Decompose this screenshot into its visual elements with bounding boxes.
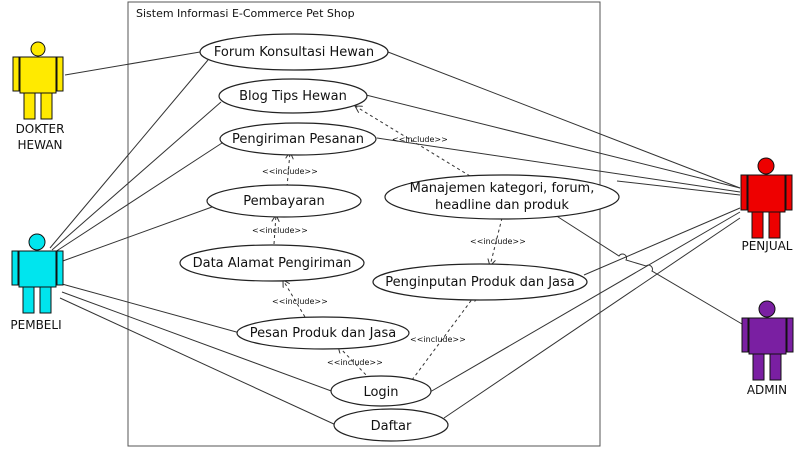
- include-alamat-pembayaran: [274, 215, 276, 245]
- use-case-pengiriman[interactable]: Pengiriman Pesanan: [219, 122, 377, 156]
- use-case-label: Blog Tips Hewan: [239, 89, 347, 104]
- assoc-penjual-forum: [387, 51, 741, 189]
- assoc-dokter-forum: [64, 51, 201, 76]
- use-case-label-line2: headline dan produk: [435, 198, 569, 213]
- use-case-label: Pengiriman Pesanan: [232, 132, 364, 147]
- assoc-pembeli-pengiriman: [54, 142, 223, 253]
- include-label-blog-manajemen: <<include>>: [392, 135, 448, 144]
- assoc-pembeli-blog: [51, 101, 222, 251]
- include-label-pembayaran-pengiriman: <<include>>: [262, 167, 318, 176]
- use-case-label: Daftar: [371, 419, 412, 434]
- use-case-label: Data Alamat Pengiriman: [193, 256, 352, 271]
- use-case-forum[interactable]: Forum Konsultasi Hewan: [199, 33, 389, 71]
- use-case-pembayaran[interactable]: Pembayaran: [206, 184, 362, 218]
- assoc-admin-manajemen: [554, 214, 743, 325]
- assoc-penjual-penginputan: [583, 207, 741, 276]
- actor-pembeli[interactable]: PEMBELI: [10, 233, 64, 332]
- include-label-login-penginputan: <<include>>: [410, 335, 466, 344]
- include-label-pesan-alamat: <<include>>: [272, 297, 328, 306]
- include-relations: [274, 106, 503, 381]
- actor-label-line2: HEWAN: [18, 138, 63, 152]
- actor-figure-icon: [740, 157, 793, 239]
- include-label-manajemen-penginputan: <<include>>: [470, 237, 526, 246]
- system-title: Sistem Informasi E-Commerce Pet Shop: [136, 7, 355, 20]
- use-case-label-line1: Manajemen kategori, forum,: [410, 181, 595, 196]
- assoc-pembeli-forum: [49, 59, 209, 249]
- include-label-alamat-pembayaran: <<include>>: [252, 226, 308, 235]
- system-boundary: [127, 1, 601, 447]
- include-label-login-pesan: <<include>>: [327, 358, 383, 367]
- actor-dokter-hewan[interactable]: DOKTER HEWAN: [12, 41, 65, 152]
- include-manajemen-blog: [355, 106, 471, 177]
- use-case-label: Login: [363, 385, 398, 400]
- actor-figure-icon: [12, 41, 64, 120]
- actor-label: PENJUAL: [741, 239, 792, 253]
- actor-admin[interactable]: ADMIN: [741, 300, 794, 397]
- associations: [49, 51, 743, 426]
- use-case-pesan[interactable]: Pesan Produk dan Jasa: [236, 316, 410, 350]
- assoc-pembeli-pesan: [61, 283, 241, 334]
- use-case-label: Pembayaran: [243, 194, 324, 209]
- use-case-data-alamat[interactable]: Data Alamat Pengiriman: [179, 244, 365, 282]
- actor-penjual[interactable]: PENJUAL: [740, 157, 793, 253]
- use-case-label: Pesan Produk dan Jasa: [250, 326, 396, 341]
- use-case-label: Forum Konsultasi Hewan: [214, 45, 374, 60]
- actor-figure-icon: [741, 300, 794, 381]
- use-case-label: Penginputan Produk dan Jasa: [385, 275, 575, 290]
- assoc-penjual-daftar: [443, 217, 741, 419]
- use-case-manajemen[interactable]: Manajemen kategori, forum, headline dan …: [384, 174, 620, 220]
- assoc-pembeli-login: [61, 291, 335, 393]
- assoc-penjual-pengiriman: [376, 137, 741, 193]
- use-case-daftar[interactable]: Daftar: [333, 408, 449, 442]
- actor-figure-icon: [11, 233, 64, 314]
- assoc-pembeli-pembayaran: [59, 206, 213, 263]
- actor-label: ADMIN: [747, 383, 787, 397]
- assoc-penjual-login: [429, 211, 741, 393]
- actor-label-line1: DOKTER: [16, 122, 65, 136]
- assoc-pembeli-daftar: [59, 297, 337, 426]
- include-labels: <<include>> <<include>> <<include>> <<in…: [252, 135, 526, 367]
- assoc-penjual-blog: [365, 94, 741, 189]
- include-pesan-alamat: [283, 280, 309, 323]
- include-login-pesan: [338, 346, 371, 380]
- use-case-blog[interactable]: Blog Tips Hewan: [218, 78, 368, 114]
- use-case-login[interactable]: Login: [330, 375, 432, 407]
- use-case-penginputan[interactable]: Penginputan Produk dan Jasa: [372, 263, 588, 301]
- assoc-penjual-manajemen: [616, 180, 741, 196]
- include-manajemen-penginputan: [490, 217, 503, 266]
- actor-label: PEMBELI: [10, 318, 61, 332]
